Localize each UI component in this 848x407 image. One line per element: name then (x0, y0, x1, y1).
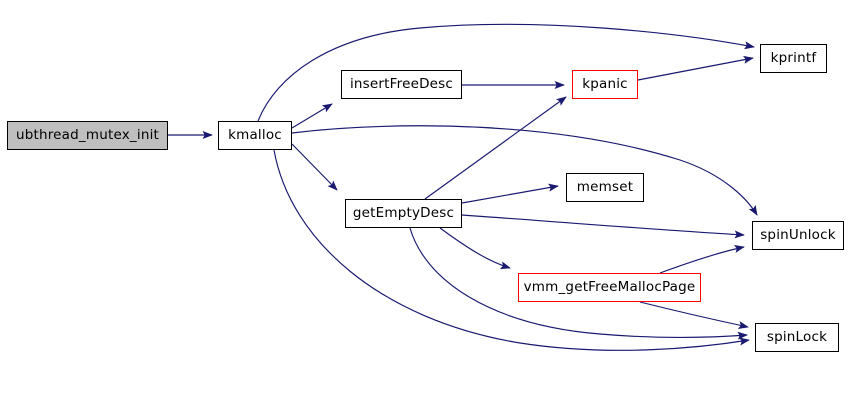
edge-kmalloc-to-kprintf (257, 23, 755, 122)
node-kpanic[interactable]: kpanic (572, 70, 638, 99)
node-ubthread_mutex_init[interactable]: ubthread_mutex_init (7, 121, 168, 150)
node-kmalloc[interactable]: kmalloc (218, 121, 292, 150)
edge-getEmptyDesc-to-spinUnlock (461, 214, 745, 239)
node-spinLock[interactable]: spinLock (755, 323, 839, 352)
edge-kpanic-to-kprintf (637, 55, 754, 81)
edges-group (168, 23, 758, 351)
edge-kmalloc-to-spinLock (273, 149, 750, 351)
node-memset[interactable]: memset (566, 173, 644, 202)
node-label-spinLock: spinLock (766, 328, 828, 345)
edge-vmm_getFreeMallocPage-to-spinLock (639, 301, 749, 329)
edge-kmalloc-to-spinUnlock (291, 125, 758, 216)
node-label-kmalloc: kmalloc (228, 126, 282, 143)
node-label-vmm_getFreeMallocPage: vmm_getFreeMallocPage (523, 278, 696, 295)
node-getEmptyDesc[interactable]: getEmptyDesc (345, 199, 462, 228)
node-label-insertFreeDesc: insertFreeDesc (349, 75, 454, 92)
node-label-ubthread_mutex_init: ubthread_mutex_init (15, 126, 160, 143)
node-kprintf[interactable]: kprintf (760, 44, 827, 73)
edge-kmalloc-to-insertFreeDesc (291, 103, 333, 129)
node-spinUnlock[interactable]: spinUnlock (752, 221, 844, 250)
edge-getEmptyDesc-to-memset (461, 183, 559, 204)
node-label-kpanic: kpanic (582, 75, 628, 92)
node-vmm_getFreeMallocPage[interactable]: vmm_getFreeMallocPage (518, 273, 701, 302)
edge-getEmptyDesc-to-vmm_getFreeMallocPage (439, 227, 511, 270)
node-insertFreeDesc[interactable]: insertFreeDesc (341, 70, 462, 99)
node-label-spinUnlock: spinUnlock (760, 226, 836, 243)
node-label-getEmptyDesc: getEmptyDesc (352, 204, 455, 221)
node-label-memset: memset (576, 178, 634, 195)
edge-vmm_getFreeMallocPage-to-spinUnlock (659, 244, 745, 274)
edge-getEmptyDesc-to-kpanic (424, 96, 567, 200)
edge-kmalloc-to-getEmptyDesc (291, 143, 338, 191)
node-label-kprintf: kprintf (770, 49, 817, 66)
edge-getEmptyDesc-to-spinLock (409, 227, 748, 340)
